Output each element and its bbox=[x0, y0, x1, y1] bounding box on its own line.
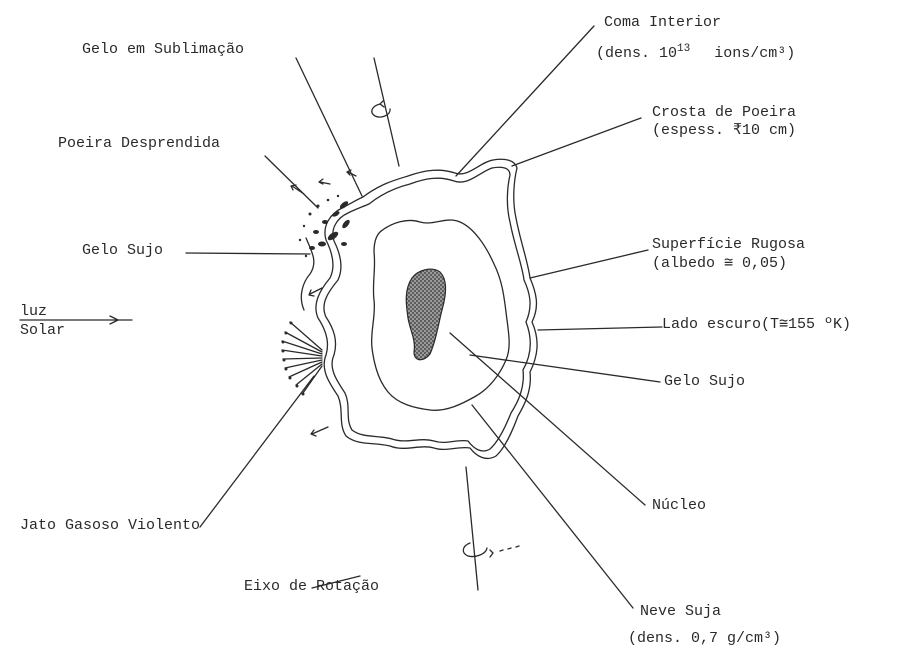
coma-density-suffix: ions/cm³) bbox=[714, 45, 795, 62]
label-gelo-sujo-left: Gelo Sujo bbox=[82, 242, 163, 260]
coma-density-exponent: 13 bbox=[677, 43, 690, 55]
label-neve-suja: Neve Suja bbox=[640, 603, 721, 621]
label-poeira-desprendida: Poeira Desprendida bbox=[58, 135, 220, 153]
label-luz: luz bbox=[20, 303, 47, 321]
label-crosta-poeira: Crosta de Poeira bbox=[652, 104, 796, 122]
coma-density-prefix: (dens. 10 bbox=[596, 45, 677, 62]
label-lado-escuro: Lado escuro(T≅155 ºK) bbox=[662, 316, 851, 334]
label-eixo-rotacao: Eixo de Rotação bbox=[244, 578, 379, 596]
label-superficie-rugosa: Superfície Rugosa bbox=[652, 236, 805, 254]
label-gelo-sujo-right: Gelo Sujo bbox=[664, 373, 745, 391]
label-neve-densidade: (dens. 0,7 g/cm³) bbox=[628, 630, 781, 648]
label-coma-interior: Coma Interior bbox=[604, 14, 721, 32]
label-gelo-sublimacao: Gelo em Sublimação bbox=[82, 41, 244, 59]
label-superficie-albedo: (albedo ≅ 0,05) bbox=[652, 255, 787, 273]
rotation-axis-bottom bbox=[466, 467, 478, 590]
label-nucleo: Núcleo bbox=[652, 497, 706, 515]
nucleus-core bbox=[406, 269, 445, 360]
label-coma-density: (dens. 1013 ions/cm³) bbox=[596, 40, 795, 63]
label-solar: Solar bbox=[20, 322, 65, 340]
label-jato-gasoso: Jato Gasoso Violento bbox=[20, 517, 200, 535]
rotation-arrow-top bbox=[372, 104, 390, 117]
dust-particles bbox=[282, 195, 352, 396]
label-crosta-espessura: (espess. ₹10 cm) bbox=[652, 122, 796, 140]
rotation-axis-top bbox=[374, 58, 399, 166]
